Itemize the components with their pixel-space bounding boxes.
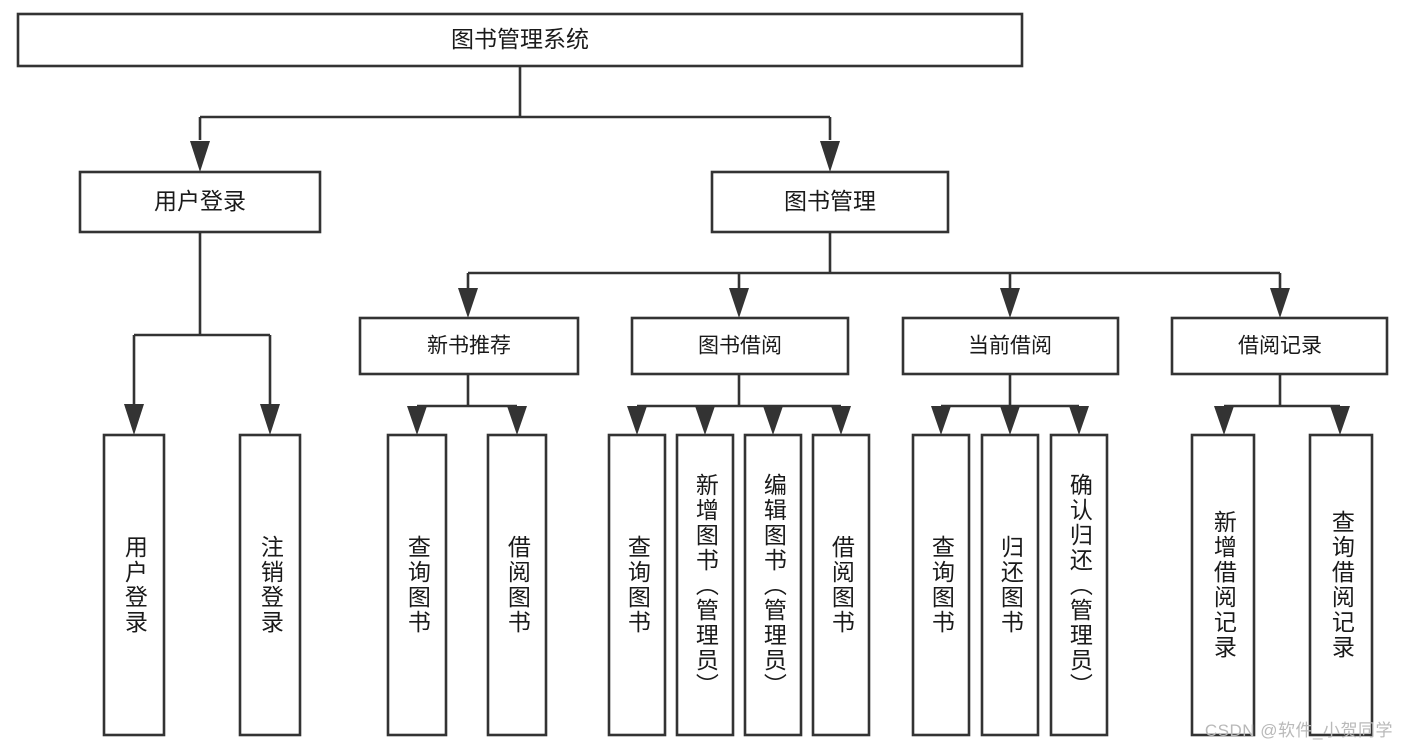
leaf-box-query-record[interactable] [1308, 433, 1374, 737]
arrowhead-leaf-user-login [124, 404, 144, 435]
leaf-box-return-book[interactable] [980, 433, 1040, 737]
node-user-login-label: 用户登录 [154, 188, 246, 214]
arrowhead-leaf-borrow-book-1 [507, 406, 527, 435]
leaf-box-confirm-return[interactable] [1049, 433, 1109, 737]
connector-group-current-borrow [931, 374, 1089, 435]
arrowhead-new-book-recommend [458, 288, 478, 318]
node-borrow-records-box[interactable] [1170, 316, 1389, 376]
arrowhead-leaf-query-record [1330, 406, 1350, 435]
connector-group-book-borrow [627, 374, 851, 435]
node-user-login-box[interactable] [78, 170, 322, 234]
node-new-book-recommend-label: 新书推荐 [427, 335, 511, 358]
connector-group-user-login [124, 232, 280, 435]
leaf-box-edit-book[interactable] [743, 433, 803, 737]
node-book-management-label: 图书管理 [784, 188, 876, 214]
arrowhead-leaf-confirm-return [1069, 406, 1089, 435]
node-root-label: 图书管理系统 [451, 26, 589, 52]
node-book-borrow-box[interactable] [630, 316, 850, 376]
leaf-box-add-record[interactable] [1190, 433, 1256, 737]
leaf-box-logout[interactable] [238, 433, 302, 737]
arrowhead-leaf-query-book-2 [627, 406, 647, 435]
leaf-box-query-book-2[interactable] [607, 433, 667, 737]
arrowhead-borrow-records [1270, 288, 1290, 318]
node-current-borrow-label: 当前借阅 [968, 335, 1052, 358]
node-root[interactable]: 图书管理系统 [16, 12, 1024, 68]
node-user-login[interactable]: 用户登录 [78, 170, 322, 234]
node-borrow-records-label: 借阅记录 [1238, 335, 1322, 358]
arrowhead-book-mgmt [820, 141, 840, 172]
node-book-management[interactable]: 图书管理 [710, 170, 950, 234]
arrowhead-leaf-borrow-book-2 [831, 406, 851, 435]
connector-group-borrow-records [1214, 374, 1350, 435]
arrowhead-leaf-logout [260, 404, 280, 435]
leaf-box-borrow-book-2[interactable] [811, 433, 871, 737]
leaf-box-borrow-book-1[interactable] [486, 433, 548, 737]
watermark-text: CSDN @软件_小贺同学 [1204, 721, 1393, 740]
arrowhead-leaf-add-book [695, 406, 715, 435]
arrowhead-book-borrow [729, 288, 749, 318]
node-book-borrow[interactable]: 图书借阅 [630, 316, 850, 376]
node-current-borrow-box[interactable] [901, 316, 1120, 376]
connector-group-root [190, 66, 840, 172]
arrowhead-leaf-query-book-3 [931, 406, 951, 435]
leaf-box-query-book-1[interactable] [386, 433, 448, 737]
node-root-box[interactable] [16, 12, 1024, 68]
node-book-borrow-label: 图书借阅 [698, 335, 782, 358]
arrowhead-current-borrow [1000, 288, 1020, 318]
node-new-book-recommend-box[interactable] [358, 316, 580, 376]
arrowhead-leaf-return-book [1000, 406, 1020, 435]
node-book-management-box[interactable] [710, 170, 950, 234]
connector-group-book-mgmt [458, 232, 1290, 318]
arrowhead-leaf-edit-book [763, 406, 783, 435]
arrowhead-leaf-query-book-1 [407, 406, 427, 435]
leaf-box-add-book[interactable] [675, 433, 735, 737]
leaf-box-user-login[interactable] [102, 433, 166, 737]
node-current-borrow[interactable]: 当前借阅 [901, 316, 1120, 376]
arrowhead-leaf-add-record [1214, 406, 1234, 435]
connector-group-new-book [407, 374, 527, 435]
node-borrow-records[interactable]: 借阅记录 [1170, 316, 1389, 376]
arrowhead-user-login [190, 141, 210, 172]
node-new-book-recommend[interactable]: 新书推荐 [358, 316, 580, 376]
leaf-box-query-book-3[interactable] [911, 433, 971, 737]
